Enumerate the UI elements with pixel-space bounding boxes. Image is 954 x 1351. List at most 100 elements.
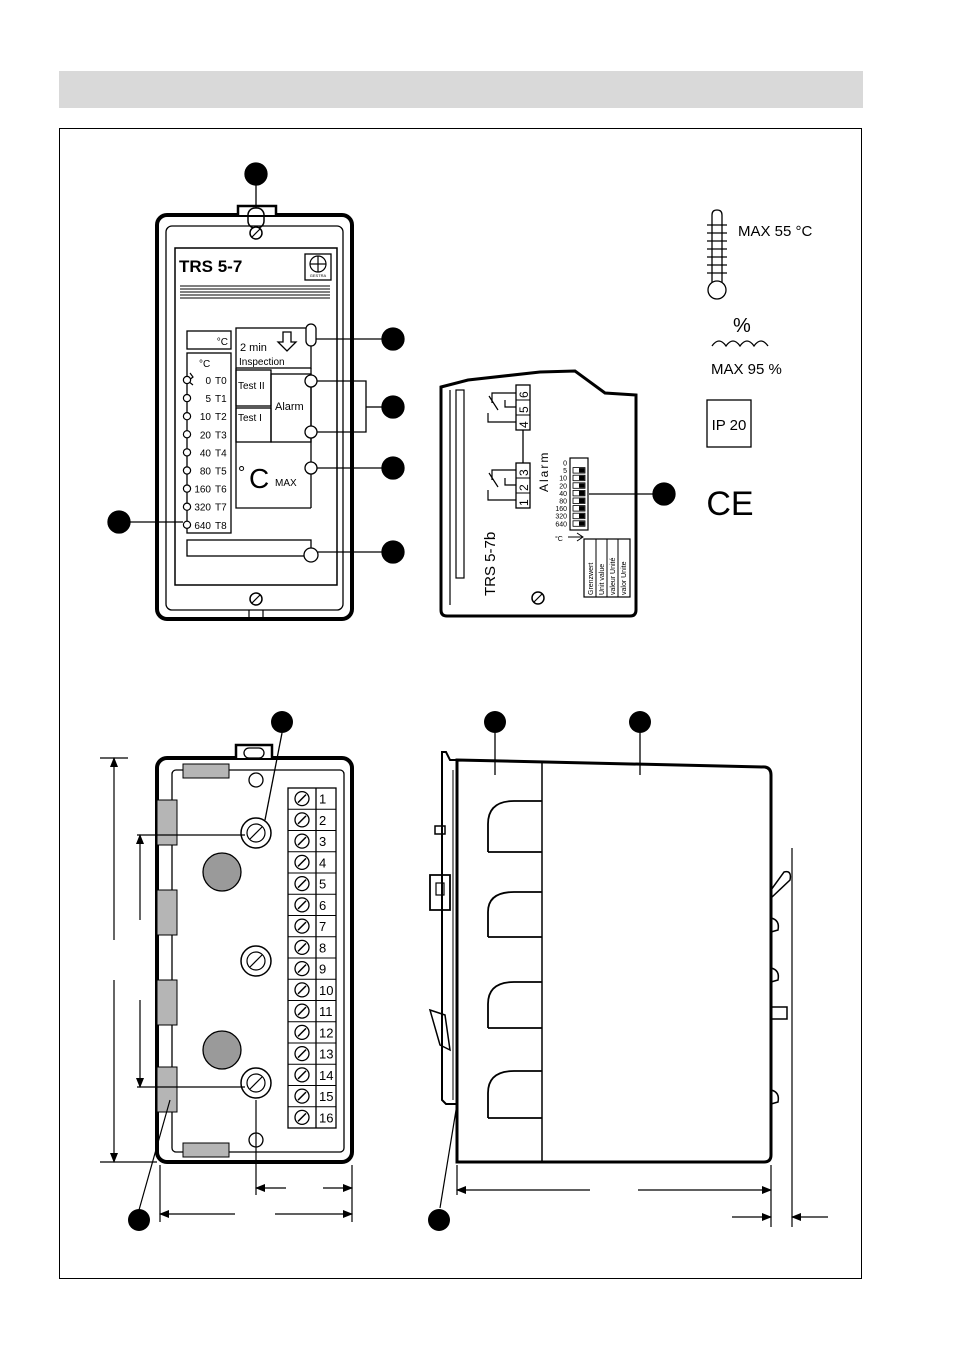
profile-callouts	[428, 711, 651, 1231]
terminal-number: 4	[319, 855, 326, 870]
dip-switch-knob	[579, 483, 585, 488]
scale-code: T2	[215, 412, 227, 423]
dip-label: 20	[559, 483, 567, 490]
scale-value: 80	[200, 467, 212, 478]
terminal-number: 9	[319, 962, 326, 977]
side-term-3: 3	[517, 469, 531, 476]
side-term-2: 2	[517, 484, 531, 491]
terminal-number: 2	[319, 813, 326, 828]
front-deg: °	[238, 463, 245, 483]
terminal-number: 5	[319, 877, 326, 892]
terminal-number: 11	[319, 1004, 333, 1019]
terminal-screw-slot	[297, 1006, 307, 1016]
scale-value: 160	[194, 485, 211, 496]
scale-code: T3	[215, 430, 227, 441]
side-view	[439, 369, 676, 618]
side-term-6: 6	[517, 391, 531, 398]
terminal-number: 1	[319, 792, 326, 807]
front-test1: Test I	[238, 413, 262, 424]
thermometer-icon	[707, 209, 727, 300]
terminal-screw-slot	[297, 1027, 307, 1037]
front-callouts	[107, 162, 405, 564]
ip-box	[706, 399, 752, 448]
terminal-screw-slot	[297, 1091, 307, 1101]
side-legend-1: Grenzwert	[588, 563, 595, 595]
terminal-screw-slot	[297, 1112, 307, 1122]
terminal-number: 3	[319, 834, 326, 849]
dip-label: 40	[559, 491, 567, 498]
side-term-4: 4	[517, 421, 531, 428]
scale-value: 640	[194, 521, 211, 532]
scale-code: T4	[215, 448, 227, 459]
front-view	[155, 204, 354, 621]
terminal-screw-slot	[297, 794, 307, 804]
dip-label: 640	[555, 521, 567, 528]
scale-value: 20	[200, 430, 212, 441]
front-alarm: Alarm	[275, 401, 304, 413]
front-text: TRS 5-7 GESTRA °C °C 2 min Inspection Te…	[179, 257, 327, 494]
scale-led	[182, 375, 192, 385]
side-term-1: 1	[517, 499, 531, 506]
ce-mark: CE	[706, 485, 753, 523]
scale-code: T6	[215, 485, 227, 496]
terminal-screw-slot	[297, 985, 307, 995]
side-legend-4: valor Unite	[621, 561, 628, 595]
terminal-screw-slot	[297, 964, 307, 974]
terminal-number: 6	[319, 898, 326, 913]
front-max: MAX	[275, 478, 297, 489]
scale-code: T8	[215, 521, 227, 532]
side-term-5: 5	[517, 406, 531, 413]
front-model: TRS 5-7	[179, 257, 242, 276]
terminal-screw-slot	[297, 815, 307, 825]
dip-label: 0	[563, 461, 567, 468]
terminal-number: 15	[319, 1089, 333, 1104]
dip-label: 160	[555, 506, 567, 513]
dip-switch-knob	[579, 513, 585, 519]
scale-value: 40	[200, 448, 212, 459]
scale-code: T0	[215, 376, 227, 387]
side-unit-arrow	[568, 532, 584, 542]
terminal-screw-slot	[297, 879, 307, 889]
scale-code: T1	[215, 394, 227, 405]
front-scale-unit: °C	[199, 359, 210, 370]
front-test2: Test II	[238, 381, 265, 392]
terminal-number: 7	[319, 919, 326, 934]
base-view	[100, 732, 354, 1222]
spec-ip: IP 20	[712, 417, 747, 434]
terminal-number: 13	[319, 1047, 333, 1062]
spec-humidity: MAX 95 %	[711, 361, 782, 378]
front-inspection-time: 2 min	[240, 342, 267, 354]
scale-led	[182, 466, 192, 475]
scale-value: 10	[200, 412, 212, 423]
dip-switch-knob	[579, 490, 585, 496]
scale-led	[182, 502, 192, 511]
base-callouts	[128, 711, 293, 1231]
side-scale-unit: °C	[555, 535, 563, 543]
dip-switch-knob	[579, 521, 585, 526]
scale-code: T7	[215, 503, 227, 514]
scale-value: 5	[205, 394, 211, 405]
figure-frame	[59, 128, 862, 1279]
terminal-screw-slot	[297, 836, 307, 846]
dip-switch-knob	[579, 506, 585, 511]
front-brand: GESTRA	[310, 273, 327, 278]
scale-led	[182, 520, 192, 530]
scale-value: 320	[194, 503, 211, 514]
scale-value: 0	[205, 376, 211, 387]
terminal-number: 14	[319, 1068, 333, 1083]
terminal-screw-slot	[297, 921, 307, 931]
terminal-screw-slot	[297, 900, 307, 910]
scale-led	[182, 430, 192, 439]
side-legend-2: Unit value	[599, 564, 606, 595]
scale-led	[182, 448, 192, 457]
humidity-icon	[711, 340, 769, 348]
dip-switch-knob	[579, 468, 585, 473]
terminal-screw-slot	[297, 857, 307, 867]
terminal-screw-slot	[297, 1070, 307, 1080]
scale-code: T5	[215, 467, 227, 478]
terminal-number: 16	[319, 1110, 333, 1125]
dip-switch-knob	[579, 498, 585, 503]
